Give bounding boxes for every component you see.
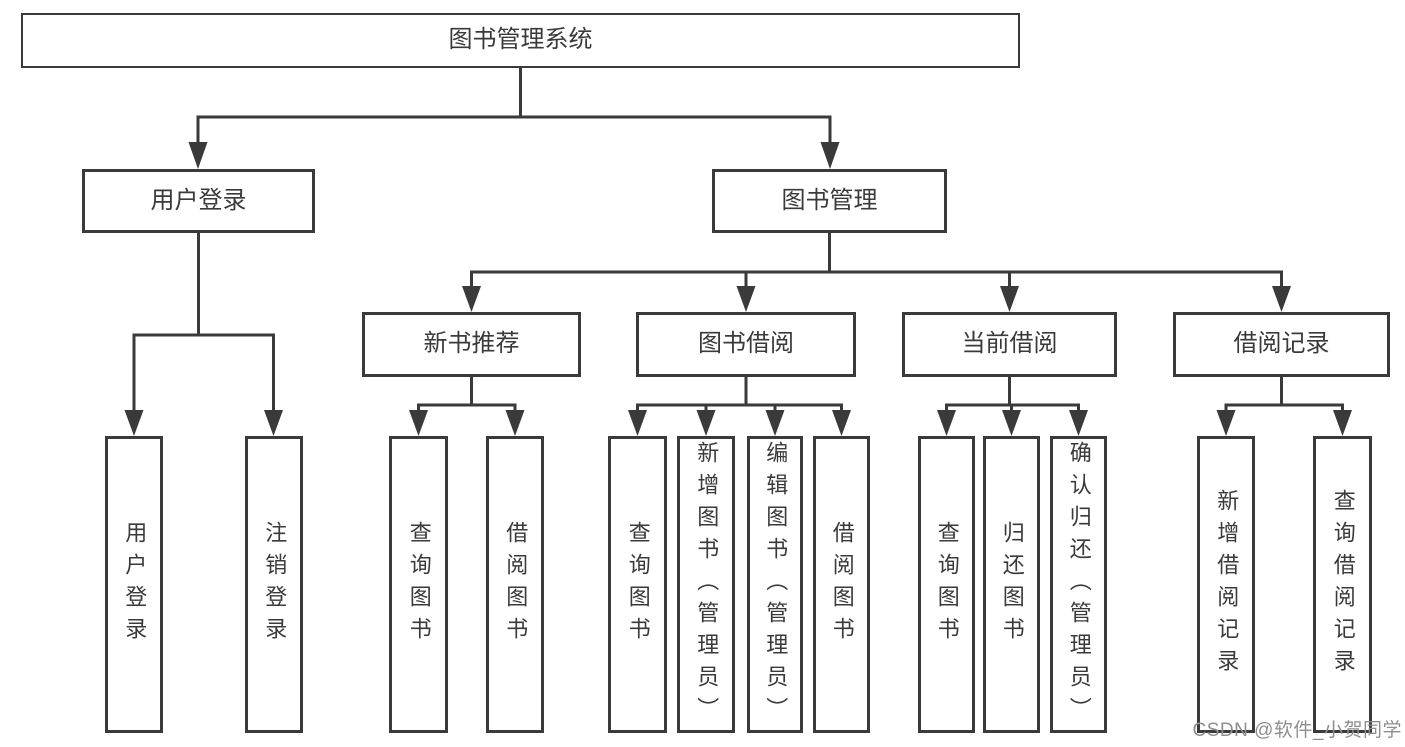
node-user-login: 用户登录 <box>82 169 315 233</box>
leaf-add-borrow-record: 新增借阅记录 <box>1197 436 1255 733</box>
leaf-query-books-recommend: 查询图书 <box>389 436 448 733</box>
watermark: CSDN @软件_小贺同学 <box>1192 720 1402 741</box>
node-book-borrowing: 图书借阅 <box>636 312 856 377</box>
connector-user-login-children <box>124 231 283 436</box>
node-new-book-recommendation: 新书推荐 <box>362 312 581 377</box>
leaf-return-books: 归还图书 <box>983 436 1040 733</box>
connector-current-borrowing-children <box>937 375 1088 436</box>
leaf-add-book-admin: 新增图书（管理员） <box>677 436 735 733</box>
leaf-query-books-current: 查询图书 <box>918 436 975 733</box>
leaf-query-books-borrowing: 查询图书 <box>608 436 667 733</box>
leaf-logout: 注销登录 <box>245 436 303 733</box>
node-root: 图书管理系统 <box>21 13 1020 68</box>
connector-borrowing-records-children <box>1216 375 1352 436</box>
leaf-borrow-books-borrowing: 借阅图书 <box>813 436 870 733</box>
leaf-user-login: 用户登录 <box>105 436 163 733</box>
leaf-query-borrow-record: 查询借阅记录 <box>1313 436 1372 733</box>
leaf-confirm-return-admin: 确认归还（管理员） <box>1050 436 1107 733</box>
node-borrowing-records: 借阅记录 <box>1173 312 1390 377</box>
leaf-borrow-books-recommend: 借阅图书 <box>486 436 544 733</box>
connector-root-to-level2 <box>188 66 840 169</box>
connector-new-book-recommendation-children <box>409 375 525 436</box>
leaf-edit-book-admin: 编辑图书（管理员） <box>747 436 803 733</box>
connector-book-management-children <box>462 231 1291 312</box>
node-book-management: 图书管理 <box>712 169 947 233</box>
node-current-borrowing: 当前借阅 <box>902 312 1117 377</box>
connector-book-borrowing-children <box>628 375 851 436</box>
